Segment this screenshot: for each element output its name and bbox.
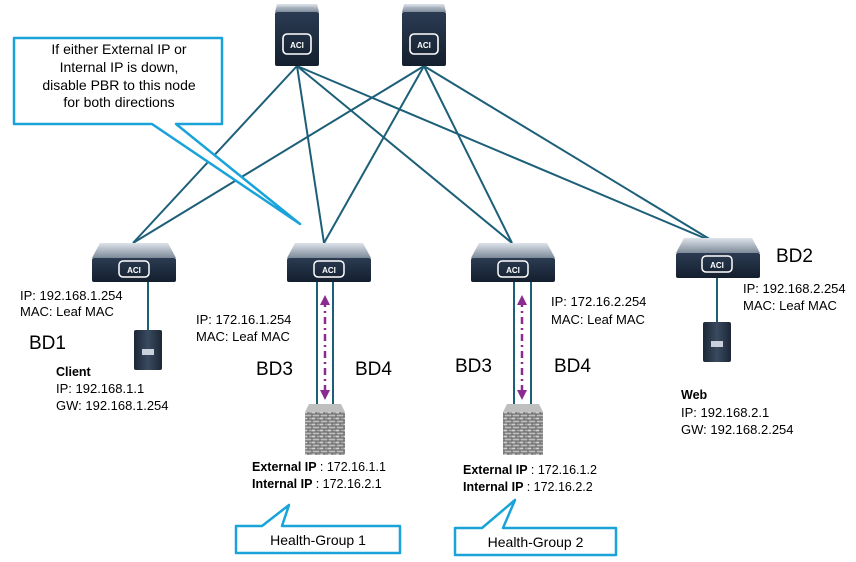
client-ip: IP: 192.168.1.1 <box>56 381 145 396</box>
link-spine2-leaf1 <box>132 65 425 244</box>
health-group-2-box <box>453 498 618 557</box>
client-title: Client <box>56 365 91 379</box>
bd1-label: BD1 <box>29 333 66 354</box>
aci-logo-label: ACI <box>127 266 141 275</box>
web-gw: GW: 192.168.2.254 <box>681 422 794 437</box>
leaf2-bd4-label: BD4 <box>355 359 392 380</box>
leaf3-bd4-label: BD4 <box>554 356 591 377</box>
health-group-2-label: Health-Group 2 <box>487 534 584 550</box>
aci-logo-label: ACI <box>417 41 431 50</box>
leaf3-mac: MAC: Leaf MAC <box>551 312 645 327</box>
callout-line-3: disable PBR to this node <box>42 76 196 93</box>
pbr-callout-text: If either External IP or Internal IP is … <box>16 41 222 112</box>
fw1-internal-label: Internal IP : 172.16.2.1 <box>252 477 382 491</box>
client-server-icon <box>134 330 162 370</box>
health-group-1-box <box>234 503 402 555</box>
callout-line-4: for both directions <box>63 94 175 111</box>
fabric-links <box>132 65 718 410</box>
leaf3-bd3-label: BD3 <box>455 356 492 377</box>
pbr-callout <box>12 36 302 226</box>
firewall-1-icon <box>305 404 345 455</box>
leaf1-mac: MAC: Leaf MAC <box>20 304 114 319</box>
fw1-external-label: External IP : 172.16.1.1 <box>252 460 386 474</box>
callout-line-1: If either External IP or <box>51 41 187 57</box>
health-group-1-label: Health-Group 1 <box>270 532 366 548</box>
link-spine1-leaf4 <box>296 65 717 244</box>
bd2-label: BD2 <box>776 246 813 267</box>
leaf-switch-1: ACI <box>92 243 176 282</box>
leaf2-bd3-label: BD3 <box>256 359 293 380</box>
aci-logo-label: ACI <box>506 266 520 275</box>
leaf1-ip: IP: 192.168.1.254 <box>20 288 123 303</box>
web-server-icon <box>703 322 731 362</box>
callout-line-2: Internal IP is down, <box>59 58 179 75</box>
leaf-switch-3: ACI <box>471 243 555 282</box>
aci-logo-label: ACI <box>710 261 724 270</box>
link-spine2-leaf4 <box>423 65 717 244</box>
leaf4-mac: MAC: Leaf MAC <box>743 298 837 313</box>
leaf2-ip: IP: 172.16.1.254 <box>196 312 292 327</box>
client-gw: GW: 192.168.1.254 <box>56 398 169 413</box>
leaf-switch-4: ACI <box>676 238 760 278</box>
link-spine1-leaf2 <box>296 65 325 244</box>
leaf2-mac: MAC: Leaf MAC <box>196 329 290 344</box>
link-spine1-leaf3 <box>296 65 513 244</box>
fw2-external-label: External IP : 172.16.1.2 <box>463 463 597 477</box>
leaf-switch-2: ACI <box>287 243 371 282</box>
fw2-internal-label: Internal IP : 172.16.2.2 <box>463 480 593 494</box>
firewall-2-icon <box>503 404 543 455</box>
aci-logo-label: ACI <box>290 41 304 50</box>
aci-logo-label: ACI <box>322 266 336 275</box>
web-ip: IP: 192.168.2.1 <box>681 405 770 420</box>
web-title: Web <box>681 388 708 402</box>
leaf4-ip: IP: 192.168.2.254 <box>743 281 846 296</box>
link-spine2-leaf2 <box>323 65 425 244</box>
link-spine2-leaf3 <box>423 65 513 244</box>
spine-switch-2: ACI <box>402 4 446 66</box>
leaf3-ip: IP: 172.16.2.254 <box>551 294 647 309</box>
spine-switch-1: ACI <box>275 4 319 66</box>
